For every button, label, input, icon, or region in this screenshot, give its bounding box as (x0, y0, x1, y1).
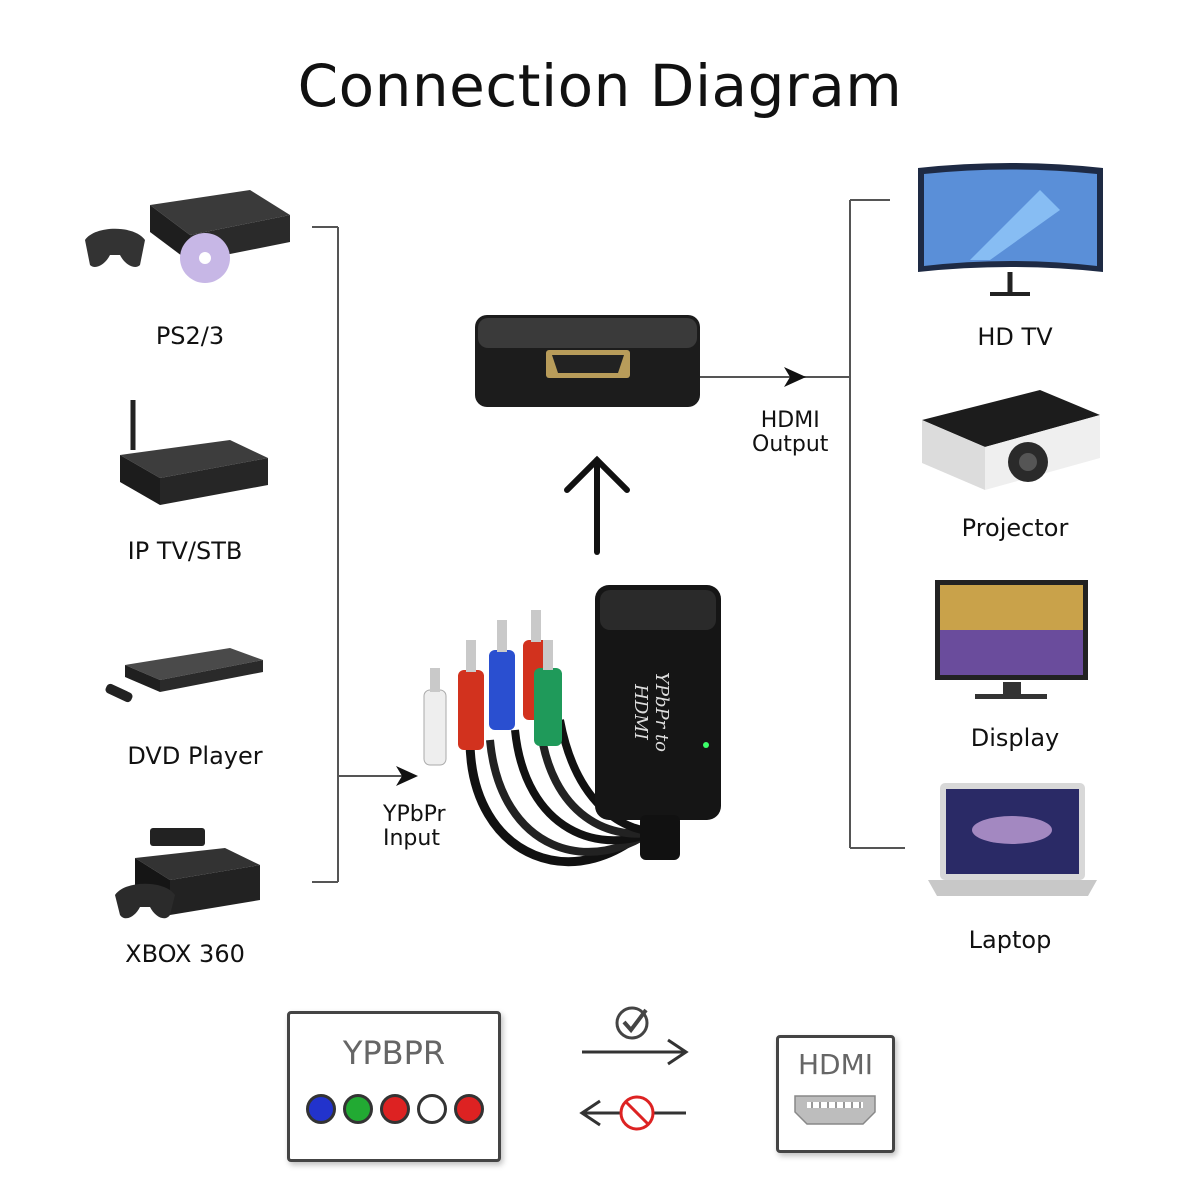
hdmi-legend-title: HDMI (797, 1048, 874, 1081)
hdmi-legend-box: HDMI (776, 1035, 895, 1153)
connector-dot (306, 1094, 336, 1124)
xbox-console-icon (115, 828, 260, 919)
hd-tv-icon (918, 163, 1103, 296)
source-label-iptv: IP TV/STB (127, 537, 243, 565)
iptv-box-icon (120, 400, 268, 505)
up-arrow (564, 455, 630, 555)
input-port-line1: YPbPr (383, 802, 446, 827)
input-port-label: YPbPr Input (383, 803, 446, 851)
ps-console-icon (85, 190, 290, 283)
diagram-title: Connection Diagram (297, 52, 903, 120)
output-label-display: Display (970, 724, 1060, 752)
ypbpr-connector-dots (306, 1094, 486, 1124)
output-arrowhead (784, 367, 806, 387)
output-label-laptop: Laptop (968, 926, 1052, 954)
projector-icon (922, 390, 1100, 490)
check-icon (615, 1006, 649, 1040)
connector-dot (417, 1094, 447, 1124)
source-bracket (312, 226, 410, 883)
output-bracket (700, 199, 905, 849)
hdmi-end-device (475, 315, 700, 407)
source-label-dvd: DVD Player (127, 742, 263, 770)
dvd-player-icon (105, 648, 263, 703)
source-label-ps: PS2/3 (155, 322, 225, 350)
input-port-line2: Input (383, 826, 440, 851)
output-label-hdtv: HD TV (977, 323, 1053, 351)
connector-dot (380, 1094, 410, 1124)
source-label-xbox: XBOX 360 (125, 940, 245, 968)
converter-device (423, 585, 721, 867)
prohibited-icon (619, 1095, 655, 1131)
output-port-line1: HDMI (760, 408, 820, 433)
connector-dot (454, 1094, 484, 1124)
connector-dot (343, 1094, 373, 1124)
display-monitor-icon (935, 580, 1088, 699)
input-arrowhead (396, 766, 418, 786)
output-port-line2: Output (752, 432, 829, 457)
output-label-projector: Projector (961, 514, 1069, 542)
ypbpr-legend-title: YPBPR (342, 1034, 446, 1072)
converter-body-text: YPbPr to HDMI (630, 671, 672, 753)
hdmi-port-icon (794, 1095, 876, 1125)
output-port-label: HDMI Output (752, 409, 828, 457)
forward-arrow (582, 1038, 689, 1066)
laptop-icon (928, 783, 1097, 896)
ypbpr-legend-box: YPBPR (287, 1011, 501, 1162)
